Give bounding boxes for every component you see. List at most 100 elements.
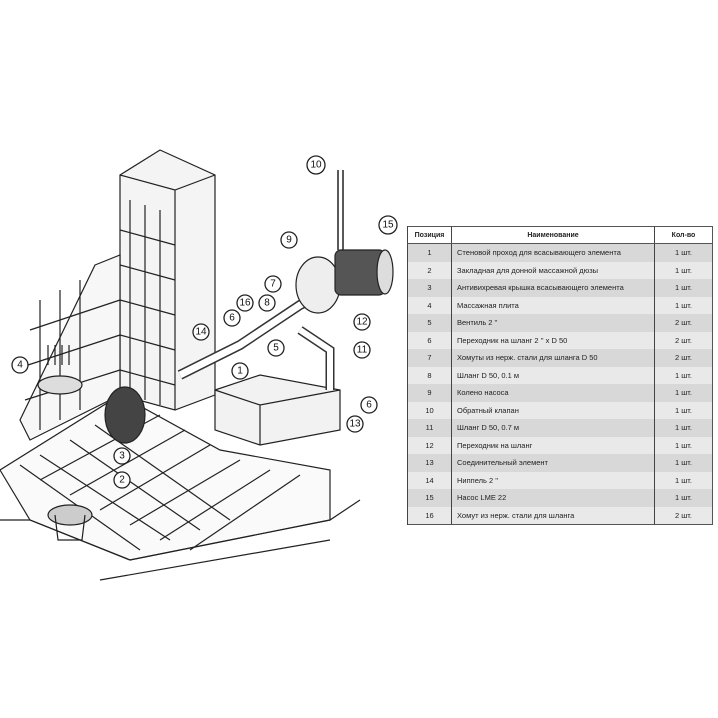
callout-14: 14 — [192, 323, 210, 341]
svg-text:10: 10 — [310, 160, 322, 171]
callout-13: 13 — [346, 415, 364, 433]
svg-text:12: 12 — [356, 317, 368, 328]
cell-pos: 13 — [407, 454, 452, 472]
cell-name: Насос LME 22 — [451, 489, 655, 507]
cell-name: Вентиль 2 '' — [451, 314, 655, 332]
cell-pos: 12 — [407, 436, 452, 454]
svg-text:7: 7 — [270, 279, 276, 290]
svg-text:3: 3 — [119, 451, 125, 462]
callout-6: 6 — [223, 309, 241, 327]
cell-qty: 1 шт. — [654, 261, 713, 279]
cell-qty: 1 шт. — [654, 243, 713, 262]
svg-text:16: 16 — [239, 298, 251, 309]
cell-name: Стеновой проход для всасывающего элемент… — [451, 243, 655, 262]
cell-name: Хомуты из нерж. стали для шланга D 50 — [451, 349, 655, 367]
header-quantity: Кол-во — [654, 226, 713, 244]
cell-qty: 1 шт. — [654, 366, 713, 384]
cell-name: Шланг D 50, 0.1 м — [451, 366, 655, 384]
cell-name: Антивихревая крышка всасывающего элемент… — [451, 279, 655, 297]
svg-text:14: 14 — [195, 327, 207, 338]
cell-pos: 7 — [407, 349, 452, 367]
cell-pos: 6 — [407, 331, 452, 349]
svg-text:6: 6 — [366, 400, 372, 411]
cell-qty: 2 шт. — [654, 331, 713, 349]
cell-name: Закладная для донной массажной дюзы — [451, 261, 655, 279]
callout-11: 11 — [353, 341, 371, 359]
cell-pos: 16 — [407, 506, 452, 525]
svg-text:11: 11 — [357, 345, 368, 356]
cell-pos: 14 — [407, 471, 452, 489]
cell-pos: 11 — [407, 419, 452, 437]
cell-name: Шланг D 50, 0.7 м — [451, 419, 655, 437]
cell-qty: 1 шт. — [654, 384, 713, 402]
callout-7: 7 — [264, 275, 282, 293]
cell-qty: 2 шт. — [654, 314, 713, 332]
header-position: Позиция — [407, 226, 452, 244]
callout-12: 12 — [353, 313, 371, 331]
pool-installation-diagram: 10 15 9 7 16 8 6 14 12 11 5 1 13 6 4 3 2 — [0, 149, 398, 581]
cell-pos: 4 — [407, 296, 452, 314]
svg-text:15: 15 — [382, 220, 394, 231]
header-name: Наименование — [451, 226, 655, 244]
callouts: 10 15 9 7 16 8 6 14 12 11 5 1 13 6 4 3 2 — [11, 155, 398, 489]
cell-pos: 2 — [407, 261, 452, 279]
callout-5: 5 — [267, 339, 285, 357]
cell-pos: 10 — [407, 401, 452, 419]
svg-text:2: 2 — [119, 475, 125, 486]
callout-6b: 6 — [360, 396, 378, 414]
svg-text:6: 6 — [229, 313, 235, 324]
svg-text:1: 1 — [237, 366, 243, 377]
cell-qty: 1 шт. — [654, 454, 713, 472]
cell-name: Соединительный элемент — [451, 454, 655, 472]
parts-table-header: Позиция Наименование Кол-во — [407, 226, 713, 244]
cell-name: Колено насоса — [451, 384, 655, 402]
callout-15: 15 — [378, 215, 398, 235]
callout-3: 3 — [113, 447, 131, 465]
callout-4: 4 — [11, 356, 29, 374]
cell-pos: 8 — [407, 366, 452, 384]
cell-name: Обратный клапан — [451, 401, 655, 419]
callout-9: 9 — [280, 231, 298, 249]
cell-name: Хомут из нерж. стали для шланга — [451, 506, 655, 525]
structure-drawing — [0, 149, 394, 581]
cell-qty: 1 шт. — [654, 489, 713, 507]
cell-qty: 1 шт. — [654, 279, 713, 297]
svg-text:8: 8 — [264, 298, 270, 309]
svg-text:13: 13 — [349, 419, 361, 430]
cell-pos: 15 — [407, 489, 452, 507]
cell-qty: 2 шт. — [654, 506, 713, 525]
cell-qty: 1 шт. — [654, 436, 713, 454]
cell-name: Ниппель 2 '' — [451, 471, 655, 489]
cell-pos: 1 — [407, 243, 452, 262]
callout-16: 16 — [236, 294, 254, 312]
callout-1: 1 — [231, 362, 249, 380]
cell-name: Переходник на шланг — [451, 436, 655, 454]
cell-pos: 9 — [407, 384, 452, 402]
cell-name: Переходник на шланг 2 '' x D 50 — [451, 331, 655, 349]
callout-2: 2 — [113, 471, 131, 489]
svg-text:5: 5 — [273, 343, 279, 354]
cell-qty: 1 шт. — [654, 471, 713, 489]
cell-qty: 1 шт. — [654, 296, 713, 314]
cell-qty: 2 шт. — [654, 349, 713, 367]
callout-10: 10 — [306, 155, 326, 175]
cell-pos: 3 — [407, 279, 452, 297]
svg-text:9: 9 — [286, 235, 292, 246]
cell-qty: 1 шт. — [654, 419, 713, 437]
